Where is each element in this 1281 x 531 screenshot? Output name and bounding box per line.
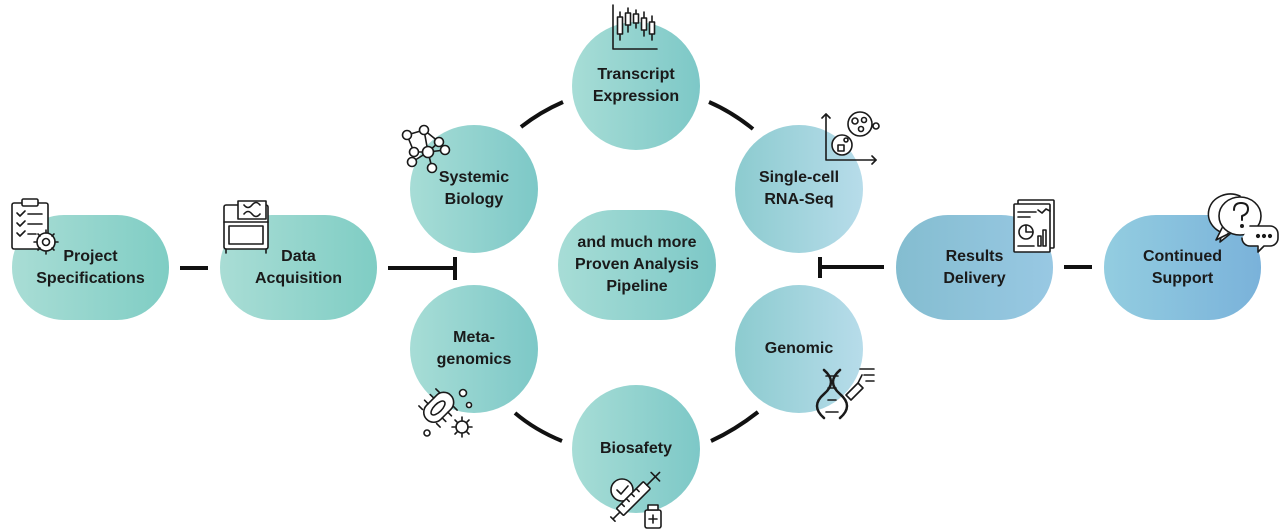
- continued-support-node: Continued Support: [1104, 215, 1261, 320]
- metagenomics-label: Meta- genomics: [436, 329, 512, 368]
- center-label: and much more Proven Analysis Pipeline: [575, 234, 699, 295]
- arc-biosafety-genomic: [710, 410, 760, 443]
- continued-support-label: Continued Support: [1142, 247, 1223, 287]
- center-node: and much more Proven Analysis Pipeline: [558, 210, 716, 320]
- genomic-node: Genomic: [735, 285, 863, 413]
- data-acquisition-label: Data Acquisition: [254, 247, 343, 287]
- project-specifications-node: Project Specifications: [12, 215, 169, 320]
- systemic-biology-label: Systemic Biology: [438, 169, 510, 208]
- transcript-expression-label: Transcript Expression: [592, 66, 680, 105]
- single-cell-node: Single-cell RNA-Seq: [735, 125, 863, 253]
- systemic-biology-node: Systemic Biology: [410, 125, 538, 253]
- project-specifications-label: Project Specifications: [36, 247, 145, 287]
- transcript-expression-node: Transcript Expression: [572, 22, 700, 150]
- arc-systemic-transcript: [519, 100, 564, 129]
- arc-transcript-singlecell: [708, 100, 755, 131]
- biosafety-node: Biosafety: [572, 385, 700, 513]
- results-delivery-label: Results Delivery: [943, 247, 1006, 287]
- data-acquisition-node: Data Acquisition: [220, 215, 377, 320]
- metagenomics-node: Meta- genomics: [410, 285, 538, 413]
- results-delivery-node: Results Delivery: [896, 215, 1053, 320]
- biosafety-label: Biosafety: [599, 440, 673, 457]
- genomic-label: Genomic: [764, 340, 834, 357]
- single-cell-label: Single-cell RNA-Seq: [758, 169, 840, 208]
- arc-metagenomics-biosafety: [513, 411, 563, 443]
